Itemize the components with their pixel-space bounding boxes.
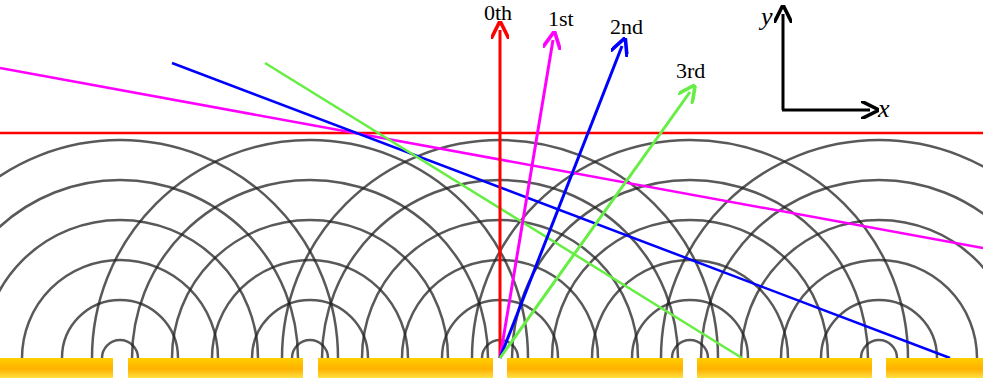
- axis-label: y: [761, 4, 773, 30]
- order-arrow: [500, 92, 690, 358]
- third-order-wavefront: [265, 63, 742, 358]
- zero-order-wavefront: [0, 132, 983, 135]
- first-order-wavefront: [0, 68, 983, 248]
- axes: [782, 14, 870, 110]
- order-label: 2nd: [610, 16, 643, 38]
- axis-label: x: [878, 96, 890, 122]
- second-order-wavefront: [172, 63, 950, 358]
- wavefronts: [0, 140, 983, 358]
- order-arrow: [500, 46, 622, 358]
- order-label: 0th: [484, 2, 512, 24]
- order-arrow: [499, 30, 502, 358]
- order-arrow: [500, 40, 553, 358]
- order-label: 3rd: [676, 60, 705, 82]
- grating: [0, 358, 983, 378]
- order-label: 1st: [548, 8, 574, 30]
